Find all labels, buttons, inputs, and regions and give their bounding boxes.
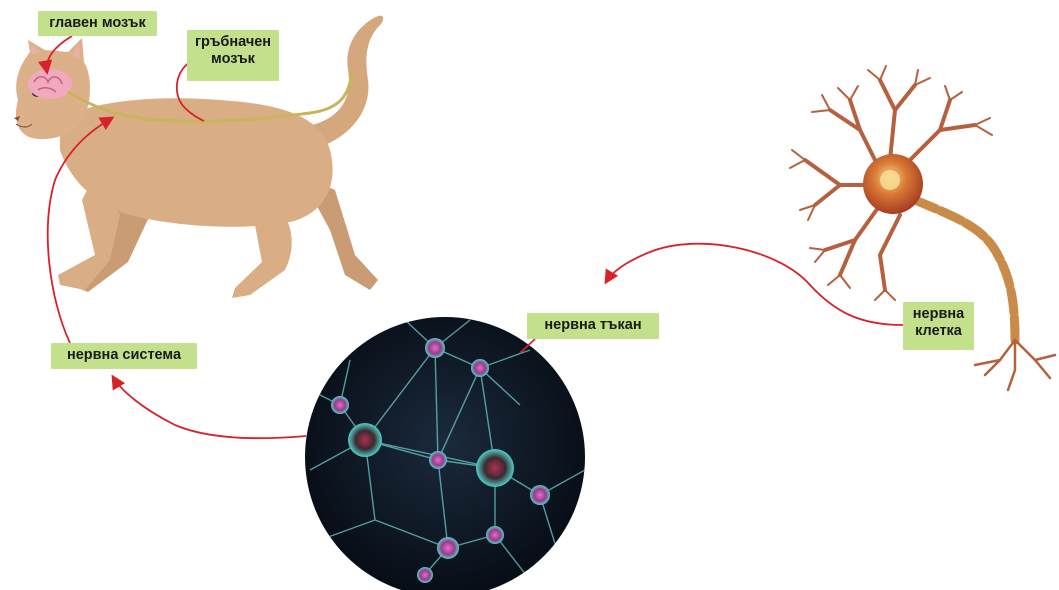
nervous-tissue-image — [305, 317, 585, 590]
label-nervous-system: нервна система — [51, 343, 197, 369]
arrow-tissue-to-system — [113, 377, 306, 438]
label-nerve-cell: нервна клетка — [903, 302, 974, 350]
label-brain: главен мозък — [38, 11, 157, 36]
brain-icon — [28, 69, 72, 99]
label-spinal-cord: гръбначен мозък — [187, 30, 279, 81]
neuron-soma — [863, 154, 923, 214]
label-nervous-tissue: нервна тъкан — [527, 313, 659, 339]
